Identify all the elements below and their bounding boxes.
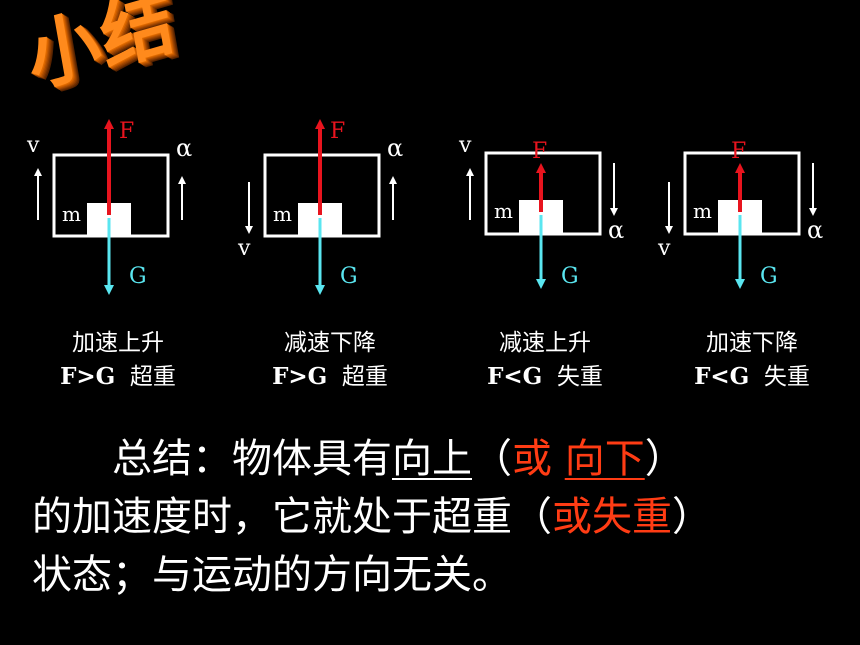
case-condition: F<G [694, 363, 750, 390]
gravity-label: G [129, 264, 147, 289]
summary-text: 总结：物体具有向上（或 向下） 的加速度时，它就处于超重（或失重） 状态；与运动… [32, 430, 842, 604]
summary-p1-prefix: 总结：物体具有 [112, 436, 392, 482]
case-condition-state: F>G 超重 [245, 360, 415, 394]
summary-paren-close: ） [644, 436, 685, 482]
summary-up: 向上 [392, 436, 472, 482]
case-condition: F<G [487, 363, 543, 390]
gravity-label: G [340, 264, 358, 289]
summary-or-weightless: 或失重 [552, 494, 672, 540]
case-condition: F>G [272, 363, 328, 390]
acceleration-label: α [807, 216, 823, 244]
velocity-label: v [237, 236, 251, 261]
diagrams: m F Gv α m F Gv α m F Gv α m F Gv α [26, 119, 823, 295]
acceleration-label: α [608, 216, 624, 244]
summary-p2-suffix: ） [672, 494, 712, 540]
mass-label: m [494, 199, 513, 223]
case-condition: F>G [60, 363, 116, 390]
case-state: 超重 [327, 364, 388, 390]
summary-or: 或 [512, 436, 552, 482]
summary-line-3: 状态；与运动的方向无关。 [32, 552, 512, 598]
force-label: F [330, 119, 345, 144]
case-caption: 减速下降 F>G 超重 [245, 326, 415, 394]
force-label: F [119, 119, 134, 144]
case-motion: 减速下降 [284, 330, 376, 356]
gravity-label: G [760, 264, 778, 289]
mass-label: m [62, 202, 81, 226]
case-caption: 减速上升 F<G 失重 [460, 326, 630, 394]
case-motion: 加速上升 [72, 330, 164, 356]
mass-label: m [693, 199, 712, 223]
summary-line-2: 的加速度时，它就处于超重（或失重） [32, 488, 842, 546]
case-condition-state: F<G 失重 [460, 360, 630, 394]
velocity-label: v [657, 236, 671, 261]
case-state: 超重 [115, 364, 176, 390]
acceleration-label: α [176, 134, 192, 162]
case-caption: 加速上升 F>G 超重 [33, 326, 203, 394]
case-motion: 加速下降 [706, 330, 798, 356]
velocity-label: v [458, 133, 472, 158]
summary-line-1: 总结：物体具有向上（或 向下） [32, 430, 842, 488]
mass-label: m [273, 202, 292, 226]
gravity-label: G [561, 264, 579, 289]
acceleration-label: α [387, 134, 403, 162]
force-label: F [731, 139, 746, 164]
case-motion: 减速上升 [499, 330, 591, 356]
summary-paren-open: （ [472, 436, 512, 482]
case-state: 失重 [749, 364, 810, 390]
summary-p2-prefix: 的加速度时，它就处于超重（ [32, 494, 552, 540]
force-label: F [532, 139, 547, 164]
velocity-label: v [26, 133, 40, 158]
case-state: 失重 [542, 364, 603, 390]
case-caption: 加速下降 F<G 失重 [667, 326, 837, 394]
summary-down: 向下 [564, 436, 645, 482]
case-condition-state: F>G 超重 [33, 360, 203, 394]
case-condition-state: F<G 失重 [667, 360, 837, 394]
